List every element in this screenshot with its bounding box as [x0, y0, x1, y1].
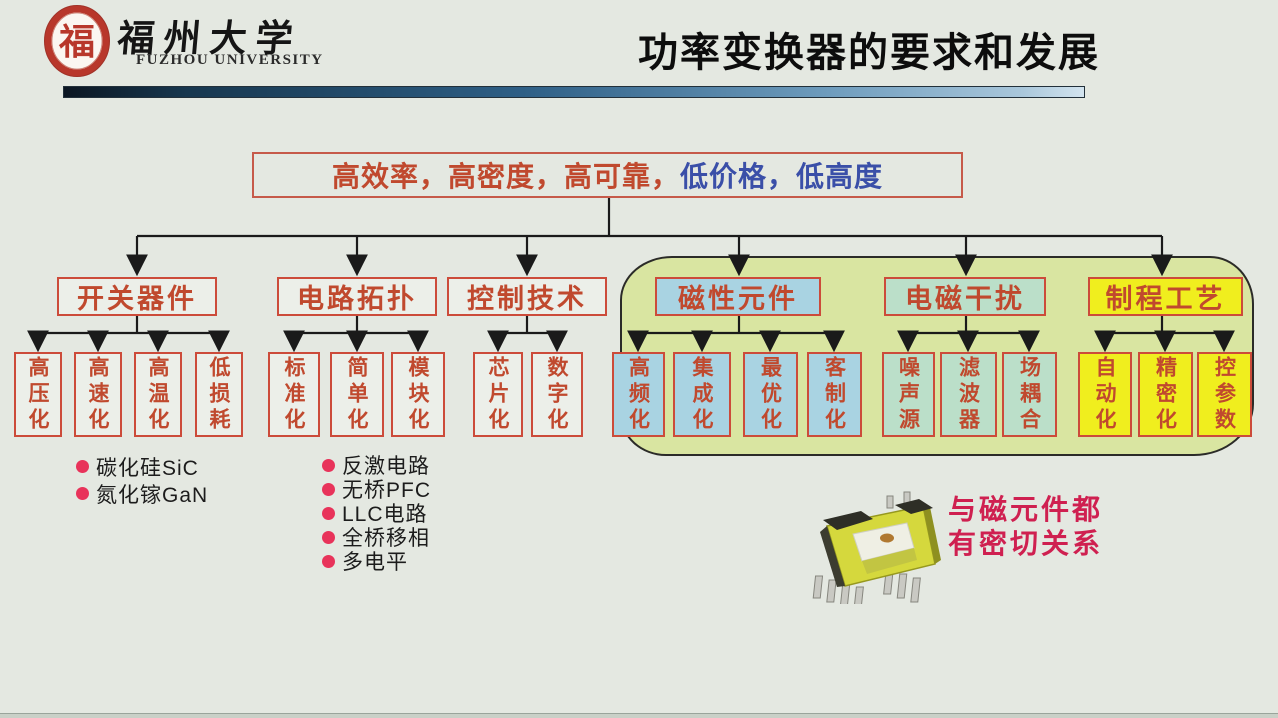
title-underline-bar	[63, 86, 1085, 98]
transformer-image	[812, 491, 941, 604]
requirements-red-text: 高效率，高密度，高可靠，	[331, 162, 680, 193]
sub-item-label: 芯片化	[486, 355, 510, 434]
sub-item-label: 标准化	[282, 355, 306, 434]
requirements-box: 高效率，高密度，高可靠， 低价格，低高度	[252, 152, 963, 198]
sub-item-box: 高温化	[134, 352, 182, 437]
branch-emi: 电磁干扰	[884, 277, 1046, 316]
university-seal-icon: 福	[44, 5, 110, 77]
bullet-icon	[76, 487, 89, 500]
sub-item-box: 高压化	[14, 352, 62, 437]
switching-devices-notes: 碳化硅SiC 氮化镓GaN	[76, 453, 208, 507]
sub-item-label: 集成化	[690, 355, 714, 434]
note-text: 反激电路	[342, 455, 430, 478]
sub-item-box: 噪声源	[882, 352, 935, 437]
sub-item-box: 最优化	[743, 352, 798, 437]
bullet-icon	[322, 506, 335, 520]
magnetics-note: 与磁元件都 有密切关系	[948, 494, 1103, 562]
sub-item-label: 噪声源	[896, 355, 921, 434]
sub-item-label: 客制化	[822, 355, 847, 434]
note-text: 无桥PFC	[342, 479, 431, 502]
bottom-edge-strip	[0, 713, 1278, 718]
branch-circuit-topology: 电路拓扑	[277, 277, 437, 316]
bullet-icon	[322, 482, 335, 496]
requirements-blue-text: 低价格，低高度	[680, 162, 884, 193]
note-item: 全桥移相	[322, 525, 431, 550]
branch-switching-devices: 开关器件	[57, 277, 217, 316]
sub-item-box: 数字化	[531, 352, 583, 437]
sub-item-label: 数字化	[545, 355, 569, 434]
sub-item-box: 场耦合	[1002, 352, 1057, 437]
sub-item-label: 最优化	[758, 355, 783, 434]
sub-item-label: 高速化	[86, 355, 110, 434]
sub-item-box: 标准化	[268, 352, 320, 437]
sub-item-box: 高频化	[612, 352, 665, 437]
sub-item-label: 高温化	[146, 355, 170, 434]
note-text: 氮化镓GaN	[96, 483, 209, 507]
sub-item-box: 滤波器	[940, 352, 997, 437]
sub-item-box: 高速化	[74, 352, 122, 437]
note-item: 多电平	[322, 549, 431, 574]
page-title: 功率变换器的要求和发展	[638, 30, 1100, 75]
bullet-icon	[322, 530, 335, 544]
svg-text:福: 福	[58, 22, 95, 62]
bullet-icon	[322, 458, 335, 472]
bullet-icon	[322, 554, 335, 568]
branch-magnetic-components: 磁性元件	[655, 277, 821, 316]
sub-item-label: 控参数	[1212, 355, 1237, 434]
note-text: 碳化硅SiC	[96, 456, 199, 480]
sub-item-label: 高压化	[26, 355, 50, 434]
note-text: 多电平	[342, 551, 408, 574]
note-item: 无桥PFC	[322, 477, 431, 502]
sub-item-box: 低损耗	[195, 352, 243, 437]
bullet-icon	[76, 460, 89, 473]
note-item: 碳化硅SiC	[76, 453, 208, 480]
sub-item-label: 自动化	[1093, 355, 1117, 434]
magnetics-note-line2: 有密切关系	[948, 529, 1104, 560]
branch-process-technology: 制程工艺	[1088, 277, 1243, 316]
sub-item-label: 高频化	[626, 355, 651, 434]
sub-item-box: 模块化	[391, 352, 445, 437]
sub-item-label: 精密化	[1153, 355, 1178, 434]
sub-item-label: 低损耗	[207, 355, 231, 434]
sub-item-box: 简单化	[330, 352, 384, 437]
sub-item-label: 简单化	[345, 355, 369, 434]
university-name-en: FUZHOU UNIVERSITY	[136, 52, 324, 68]
circuit-topology-notes: 反激电路 无桥PFC LLC电路 全桥移相 多电平	[322, 453, 431, 574]
sub-item-box: 自动化	[1078, 352, 1132, 437]
sub-item-label: 滤波器	[956, 355, 981, 434]
note-text: 全桥移相	[342, 527, 430, 550]
sub-item-box: 客制化	[807, 352, 862, 437]
magnetics-note-line1: 与磁元件都	[948, 495, 1104, 526]
sub-item-box: 控参数	[1197, 352, 1252, 437]
note-item: 氮化镓GaN	[76, 480, 208, 507]
sub-item-box: 集成化	[673, 352, 731, 437]
sub-item-box: 芯片化	[473, 352, 523, 437]
sub-item-label: 模块化	[406, 355, 430, 434]
note-text: LLC电路	[342, 503, 428, 526]
note-item: LLC电路	[322, 501, 431, 526]
sub-item-label: 场耦合	[1017, 355, 1042, 434]
note-item: 反激电路	[322, 453, 431, 478]
branch-control-technology: 控制技术	[447, 277, 607, 316]
sub-item-box: 精密化	[1138, 352, 1193, 437]
